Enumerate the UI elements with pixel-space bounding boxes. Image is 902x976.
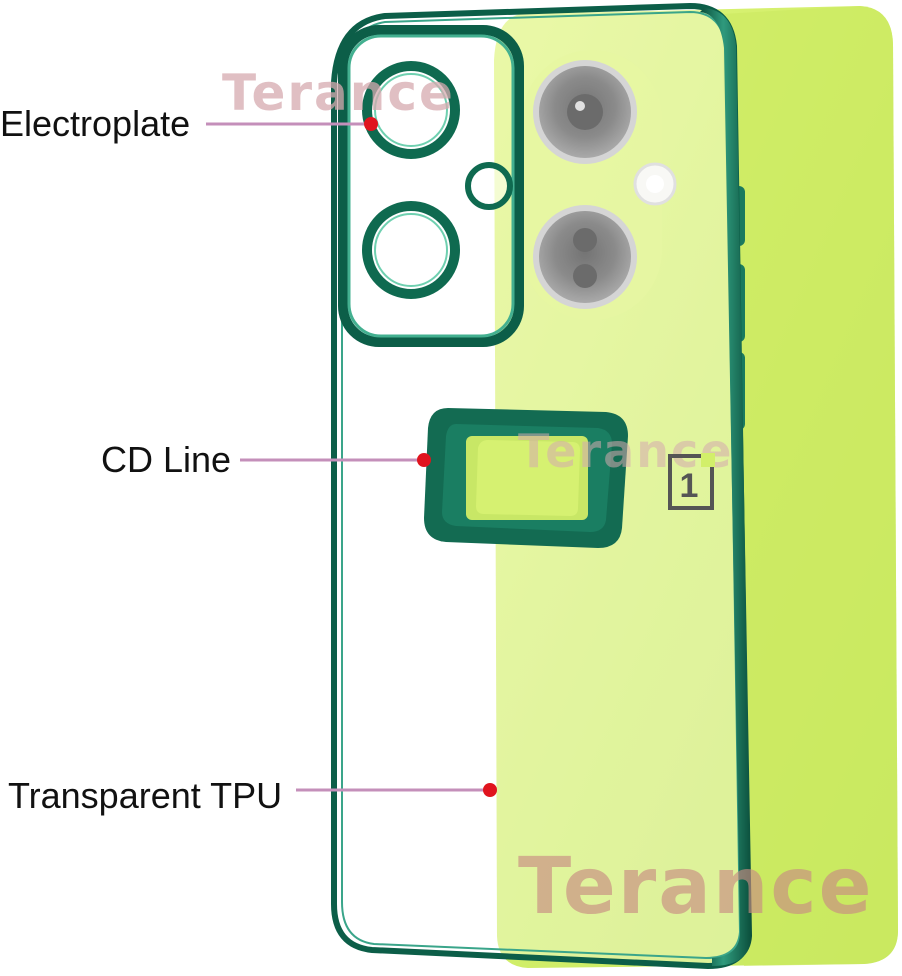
cd-line-callout-dot xyxy=(417,453,431,467)
tpu-callout-dot xyxy=(483,783,497,797)
watermark-bottom: Terance xyxy=(518,842,874,932)
oneplus-logo-icon: 1 xyxy=(668,453,715,510)
cd-line-ring xyxy=(424,408,628,548)
transparent-tpu-label: Transparent TPU xyxy=(8,775,283,816)
phone-camera-module xyxy=(522,50,677,320)
electroplate-callout-dot xyxy=(364,117,378,131)
camera-surround xyxy=(338,25,524,347)
watermark-top: Terance xyxy=(222,64,455,122)
brand-logo-text: 1 xyxy=(680,467,699,505)
electroplate-label: Electroplate xyxy=(0,103,191,144)
watermark-middle: Terance xyxy=(518,424,734,478)
cd-line-label: CD Line xyxy=(101,439,232,480)
callout-leaders xyxy=(206,117,497,797)
